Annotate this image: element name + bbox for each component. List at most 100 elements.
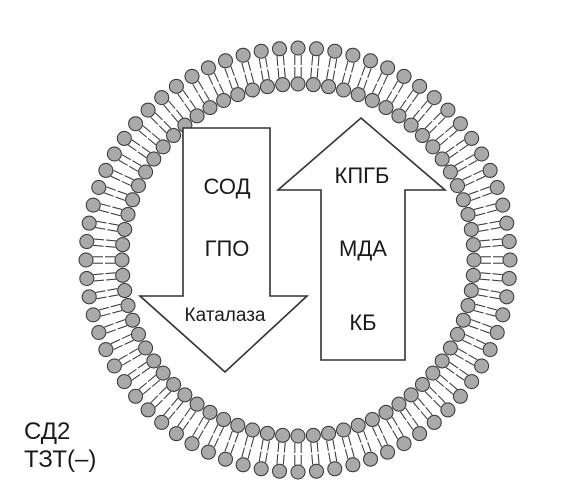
lipid-tail (454, 160, 464, 167)
lipid-head (275, 427, 291, 443)
lipid-head (321, 425, 337, 441)
lipid-tail (107, 288, 118, 291)
lipid-tail (435, 379, 445, 387)
lipid-head (363, 451, 379, 467)
lipid-head (403, 117, 419, 133)
lipid-tail (377, 424, 383, 434)
lipid-tail (203, 91, 210, 101)
lipid-tail (104, 192, 114, 197)
lipid-tail (176, 401, 184, 411)
lipid-tail (462, 175, 472, 181)
lipid-tail (464, 180, 475, 187)
lipid-tail (485, 313, 496, 317)
lipid-tail (124, 175, 134, 181)
lipid-tail (184, 103, 191, 113)
lipid-head (98, 342, 114, 358)
lipid-head (412, 426, 428, 442)
lipid-tail (258, 58, 262, 69)
lipid-tail (141, 367, 151, 374)
lipid-tail (468, 159, 478, 166)
lipid-tail (391, 416, 398, 426)
lipid-tail (357, 432, 362, 443)
lipid-tail (131, 139, 141, 146)
lipid-head (455, 312, 471, 328)
lipid-tail (276, 56, 279, 67)
lipid-tail (445, 367, 455, 374)
lipid-head (130, 178, 146, 194)
lipid-tail (437, 395, 446, 404)
lipid-tail (485, 203, 496, 207)
lipid-tail (121, 333, 132, 340)
lipid-head (217, 53, 233, 69)
lipid-head (138, 340, 154, 356)
lipid-tail (473, 170, 483, 176)
lipid-tail (138, 130, 147, 138)
lipid-tail (277, 67, 280, 79)
lipid-head (184, 436, 200, 452)
lipid-head (275, 77, 291, 93)
lipid-tail (107, 229, 118, 232)
lipid-head (350, 87, 366, 103)
lipid-tail (357, 77, 362, 88)
lipid-head (290, 40, 306, 56)
lipid-head (364, 412, 380, 428)
lipid-tail (406, 421, 414, 431)
lipid-head (253, 43, 269, 59)
lipid-tail (163, 104, 171, 113)
lipid-tail (367, 441, 372, 452)
lipid-tail (171, 397, 179, 407)
lipid-head (463, 283, 479, 299)
lipid-tail (477, 222, 488, 226)
lipid-tail (425, 104, 433, 113)
lipid-tail (234, 77, 239, 88)
lipid-tail (241, 447, 245, 458)
down-arrow-label-catalase: Каталаза (185, 305, 266, 326)
lipid-head (120, 206, 136, 222)
lipid-head (380, 60, 396, 76)
lipid-tail (406, 89, 414, 99)
lipid-head (155, 365, 171, 381)
lipid-head (235, 47, 251, 63)
lipid-tail (105, 278, 117, 281)
lipid-tail (95, 290, 106, 293)
lipid-tail (420, 100, 428, 109)
lipid-tail (445, 387, 454, 395)
lipid-tail (106, 186, 117, 191)
lipid-head (166, 376, 182, 392)
lipid-head (442, 340, 458, 356)
lipid-tail (475, 339, 486, 345)
lipid-tail (110, 175, 121, 181)
lipid-tail (197, 430, 204, 440)
lipid-head (168, 78, 184, 94)
lipid-tail (267, 440, 270, 451)
lipid-tail (445, 146, 455, 153)
lipid-head (396, 436, 412, 452)
lipid-tail (311, 55, 314, 66)
lipid-head (216, 92, 232, 108)
lipid-tail (475, 303, 486, 308)
lipid-head (244, 82, 260, 98)
lipid-tail (479, 329, 490, 334)
lipid-tail (118, 159, 128, 166)
lipid-tail (99, 306, 109, 311)
lipid-tail (311, 454, 314, 465)
lipid-tail (412, 417, 419, 427)
lipid-tail (328, 452, 331, 463)
up-arrow (275, 116, 448, 361)
lipid-tail (163, 407, 171, 416)
lipid-tail (405, 103, 412, 113)
lipid-head (345, 457, 361, 473)
lipid-head (272, 463, 288, 479)
lipid-tail (490, 227, 501, 230)
lipid-tail (115, 319, 126, 324)
lipid-head (499, 289, 515, 305)
lipid-tail (282, 454, 285, 465)
lipid-tail (473, 309, 484, 314)
lipid-tail (470, 319, 481, 324)
lipid-head (489, 325, 505, 341)
lipid-head (130, 326, 146, 342)
lipid-head (391, 396, 407, 412)
lipid-tail (478, 288, 489, 291)
lipid-tail (490, 290, 501, 293)
lipid-tail (459, 144, 469, 152)
